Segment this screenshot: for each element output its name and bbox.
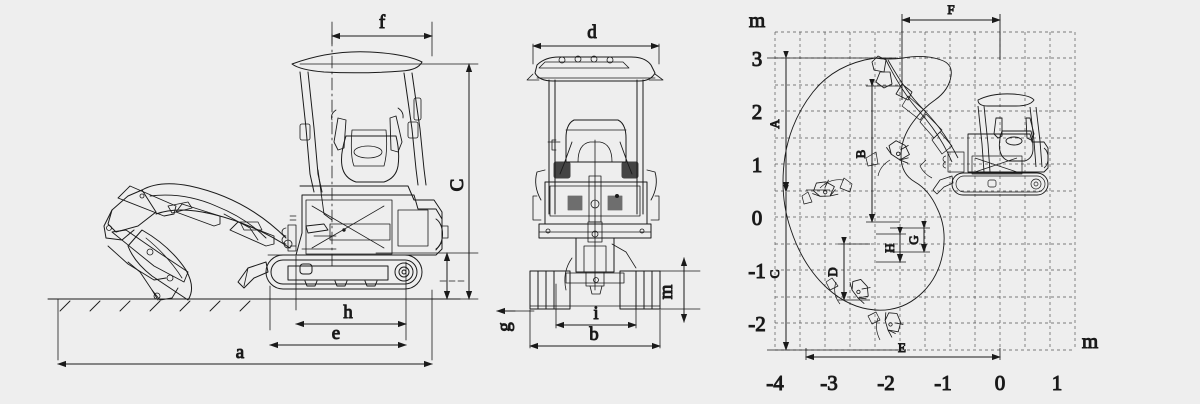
- axis-unit-top: m: [749, 8, 765, 32]
- dimension-C: C: [447, 63, 473, 300]
- dimension-label-A: A: [767, 119, 782, 129]
- dimension-label-g: g: [494, 322, 515, 332]
- range-dimension-E: E: [805, 340, 1001, 361]
- dimension-b: b: [529, 324, 661, 350]
- side-view: f C h e a: [47, 12, 479, 368]
- x-tick-neg2: -2: [877, 371, 895, 395]
- dimension-label-f: f: [379, 12, 386, 33]
- y-tick-neg2: -2: [748, 312, 766, 336]
- range-dimension-D: D: [825, 236, 848, 301]
- front-view-boom-mount: [564, 139, 637, 295]
- range-dimension-A: A: [767, 50, 790, 191]
- x-tick-0: 0: [995, 371, 1006, 395]
- dimension-label-E: E: [898, 340, 906, 355]
- range-dimension-G: G: [906, 220, 928, 253]
- dimension-d: d: [532, 22, 660, 50]
- dimension-label-d: d: [587, 22, 597, 43]
- dimension-label-B: B: [853, 149, 868, 158]
- dimension-f: f: [331, 12, 433, 40]
- dimension-label-F: F: [947, 2, 954, 17]
- dimension-i: i: [555, 303, 637, 329]
- front-view-reference-lines: [499, 43, 701, 349]
- range-dimension-F: F: [901, 2, 1001, 24]
- dimension-label-a: a: [236, 342, 245, 363]
- y-tick-0: 0: [752, 206, 763, 230]
- range-dimension-B: B: [853, 78, 876, 223]
- range-boom-positions: [801, 55, 959, 341]
- x-tick-neg3: -3: [820, 371, 838, 395]
- dimension-label-m: m: [656, 284, 677, 299]
- range-axis-labels: m m 3 2 1 0 -1 -2 -4 -3 -2 -1 0 1: [748, 8, 1099, 396]
- range-dimension-H: H: [882, 226, 904, 263]
- front-view-seat-controls: [547, 119, 639, 179]
- y-tick-1: 1: [752, 153, 763, 177]
- front-view: d m g i b: [494, 22, 701, 350]
- dimension-label-e: e: [332, 323, 340, 344]
- dimension-label-i: i: [593, 303, 598, 324]
- side-view-upper-structure: [281, 185, 449, 256]
- dimension-label-G: G: [906, 235, 921, 244]
- dimension-a: a: [57, 342, 433, 368]
- x-tick-neg4: -4: [766, 371, 784, 395]
- dimension-label-H: H: [882, 243, 897, 252]
- range-dimension-C: C: [767, 184, 790, 351]
- ground-line: [47, 298, 461, 312]
- dimension-g: g: [494, 307, 516, 332]
- x-tick-neg1: -1: [934, 371, 952, 395]
- side-view-canopy: [291, 51, 427, 250]
- dimension-label-D: D: [825, 267, 840, 276]
- dimension-label-h: h: [343, 302, 353, 323]
- front-view-body: [532, 169, 660, 239]
- dimension-label-b: b: [589, 324, 599, 345]
- y-tick-3: 3: [752, 47, 763, 71]
- axis-unit-bottom: m: [1082, 329, 1098, 353]
- dimension-label-C: C: [767, 270, 782, 279]
- working-range-diagram: A B C D E F G H m: [748, 2, 1099, 396]
- x-tick-1: 1: [1052, 371, 1063, 395]
- dimension-label-C: C: [447, 179, 468, 192]
- side-view-track: [237, 254, 423, 290]
- front-view-canopy-roof: [526, 55, 664, 82]
- side-view-boom-arm-bucket: [103, 183, 293, 301]
- range-machine: [932, 93, 1049, 196]
- dimension-m: m: [656, 257, 688, 323]
- y-tick-2: 2: [752, 100, 763, 124]
- dimension-e: e: [269, 323, 407, 349]
- dimension-h: h: [295, 302, 407, 328]
- y-tick-neg1: -1: [748, 259, 766, 283]
- front-view-posts: [548, 79, 644, 215]
